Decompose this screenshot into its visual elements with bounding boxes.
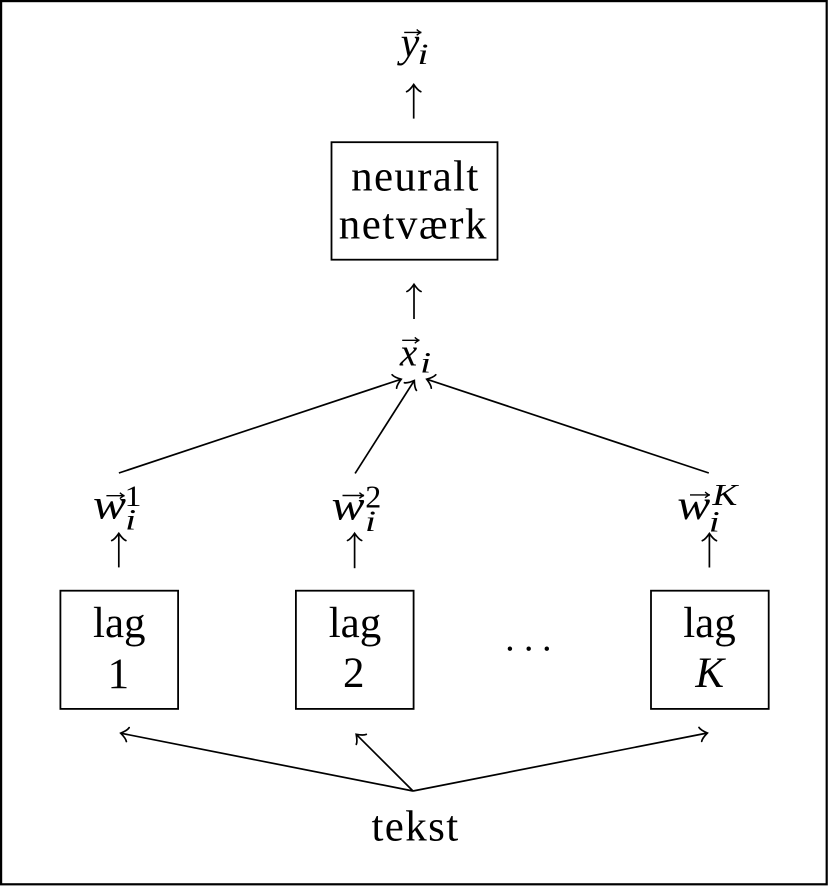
svg-text:x: x [399, 331, 418, 374]
svg-text:lag: lag [683, 600, 736, 647]
svg-text:i: i [420, 347, 431, 380]
svg-text:1: 1 [125, 480, 142, 513]
svg-text:i: i [418, 38, 429, 71]
svg-text:netværk: netværk [339, 202, 488, 249]
svg-text:w: w [332, 483, 365, 529]
svg-text:lag: lag [93, 600, 146, 647]
svg-text:tekst: tekst [371, 804, 459, 851]
svg-text:lag: lag [329, 600, 382, 647]
svg-text:neuralt: neuralt [351, 153, 479, 200]
svg-text:i: i [709, 506, 720, 539]
svg-text:K: K [711, 477, 740, 512]
svg-text:K: K [694, 650, 726, 697]
svg-text:w: w [677, 483, 710, 529]
svg-text:1: 1 [108, 651, 130, 698]
svg-text:w: w [93, 483, 126, 529]
svg-text:i: i [125, 504, 136, 537]
svg-text:2: 2 [365, 479, 381, 515]
svg-text:2: 2 [343, 650, 365, 697]
svg-text:i: i [365, 505, 376, 538]
svg-text:y: y [397, 21, 420, 67]
